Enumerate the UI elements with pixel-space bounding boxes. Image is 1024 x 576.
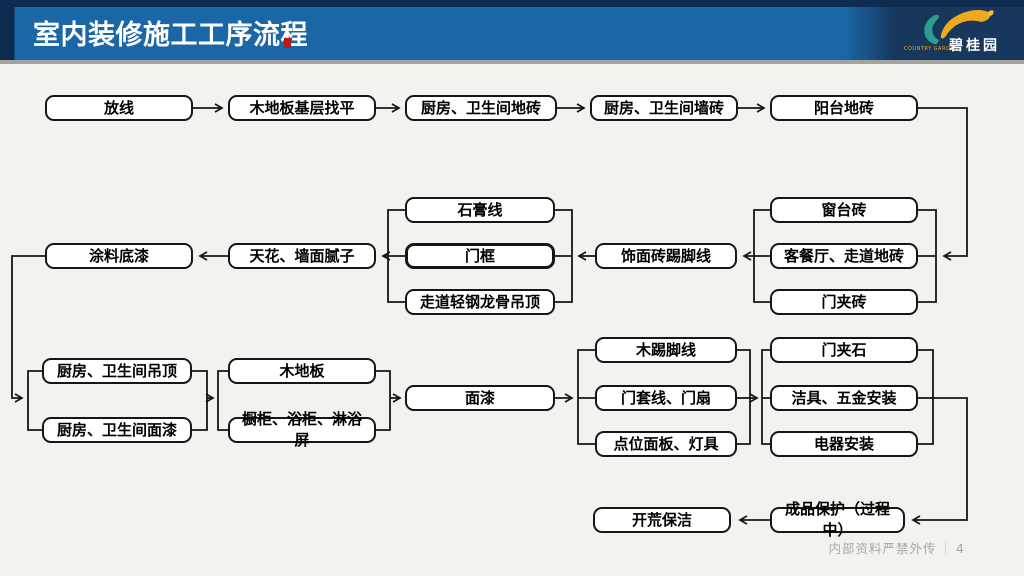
flow-node-cheng-pin-bao-hu: 成品保护（过程中） xyxy=(770,500,905,539)
flow-node-jie-ju-wu-jin-an-zhuang: 洁具、五金安装 xyxy=(770,385,918,411)
flow-node-dian-qi-an-zhuang: 电器安装 xyxy=(770,431,918,457)
flow-node-chu-wei-qiang-zhuan: 厨房、卫生间墙砖 xyxy=(590,95,738,121)
flow-node-kai-huang-bao-jie: 开荒保洁 xyxy=(593,507,731,533)
country-garden-logo: COUNTRY GARDEN 碧桂园 xyxy=(902,3,1006,59)
flow-node-chu-gui-yu-gui-lin-yu-ping: 橱柜、浴柜、淋浴屏 xyxy=(228,410,376,449)
flow-node-shi-gao-xian: 石膏线 xyxy=(405,197,555,223)
page-title: 室内装修施工工序流程 xyxy=(33,20,308,51)
flow-node-chu-wei-diao-ding: 厨房、卫生间吊顶 xyxy=(42,358,192,384)
confidential-notice: 内部资料严禁外传 xyxy=(828,541,937,556)
slide-footer: 内部资料严禁外传｜4 xyxy=(829,538,965,557)
flow-node-chu-wei-mian-qi: 厨房、卫生间面漆 xyxy=(42,417,192,443)
flow-node-mu-di-ban: 木地板 xyxy=(228,358,376,384)
edge-tuliao-down-to-chuwei-group xyxy=(11,255,45,403)
logo-brand-cn: 碧桂园 xyxy=(949,38,1000,54)
bracket-menjiashi-group-right xyxy=(918,349,934,445)
bracket-menjiashi-group-left xyxy=(761,349,770,445)
edge-menjiashi-group-down-to-chengpin xyxy=(911,397,968,525)
title-red-accent xyxy=(284,38,291,48)
bracket-chuwei-group-left xyxy=(27,370,42,431)
flow-node-men-jia-zhuan: 门夹砖 xyxy=(770,289,918,315)
flow-node-mu-di-ban-ji-ceng-zhao-ping: 木地板基层找平 xyxy=(228,95,376,121)
flow-node-men-kuang: 门框 xyxy=(405,243,555,269)
flow-node-men-tao-xian-men-shan: 门套线、门扇 xyxy=(595,385,737,411)
slide-header: 室内装修施工工序流程 COUNTRY GARDEN 碧桂园 xyxy=(0,0,1024,60)
bracket-mudiban-group-left xyxy=(217,370,228,431)
bracket-mutijiao-group-left xyxy=(577,349,595,445)
footer-divider: ｜ xyxy=(939,541,954,556)
flow-node-mian-qi: 面漆 xyxy=(405,385,555,411)
flow-node-men-jia-shi: 门夹石 xyxy=(770,337,918,363)
header-divider-rule xyxy=(0,60,1024,64)
flow-node-zou-dao-qing-gang-long-gu-diao-ding: 走道轻钢龙骨吊顶 xyxy=(405,289,555,315)
bracket-mudiban-group-right xyxy=(376,370,391,431)
flow-node-yang-tai-di-zhuan: 阳台地砖 xyxy=(770,95,918,121)
logo-swoosh-icon xyxy=(924,10,994,45)
flow-node-dian-wei-mian-ban-deng-ju: 点位面板、灯具 xyxy=(595,431,737,457)
flow-node-tu-liao-di-qi: 涂料底漆 xyxy=(45,243,193,269)
logo-brand-en: COUNTRY GARDEN xyxy=(904,46,959,52)
flow-node-chu-wei-di-zhuan: 厨房、卫生间地砖 xyxy=(405,95,557,121)
flow-node-chuang-tai-zhuan: 窗台砖 xyxy=(770,197,918,223)
flow-node-fang-xian: 放线 xyxy=(45,95,193,121)
flow-node-shi-mian-zhuan-ti-jiao-xian: 饰面砖踢脚线 xyxy=(595,243,737,269)
flow-node-mu-ti-jiao-xian: 木踢脚线 xyxy=(595,337,737,363)
edge-yangtai-down-to-zhuan-group xyxy=(918,107,968,261)
flow-node-ke-can-ting-zou-dao-di-zhuan: 客餐厅、走道地砖 xyxy=(770,243,918,269)
flow-node-tian-hua-qiang-mian-ni-zi: 天花、墙面腻子 xyxy=(228,243,376,269)
page-number: 4 xyxy=(956,541,965,556)
